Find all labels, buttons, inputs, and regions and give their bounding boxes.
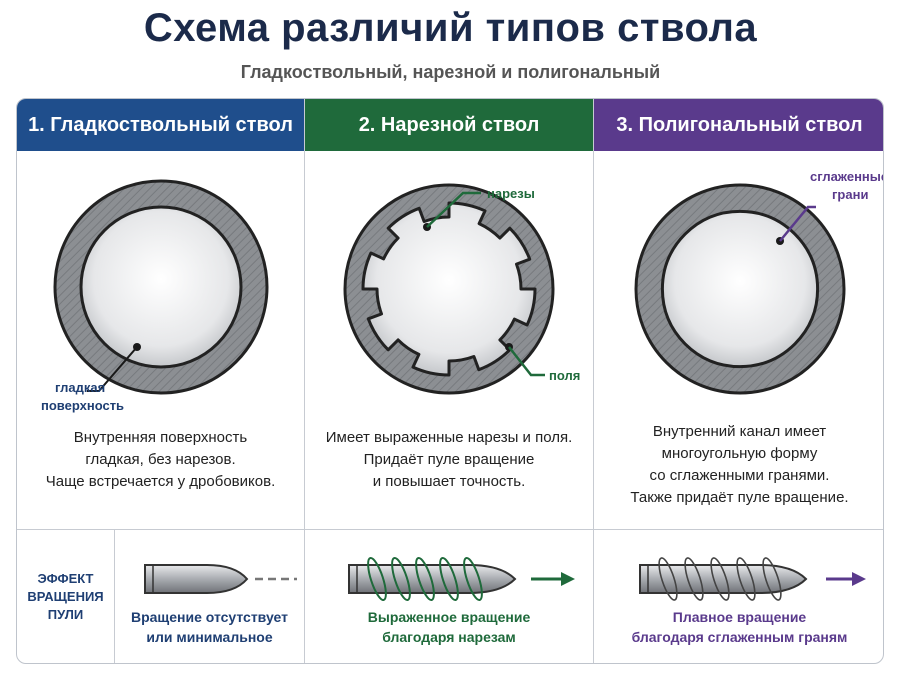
effect-smoothbore: Вращение отсутствует или минимальное <box>115 529 305 663</box>
smoothbore-diagram: гладкая поверхность <box>41 179 269 413</box>
rifled-diagram: нарезы поля <box>343 183 580 395</box>
direction-arrow-head <box>852 572 866 586</box>
spiral-loop <box>439 556 459 602</box>
effect-rifled: Выраженное вращение благодаря нарезам <box>305 529 594 663</box>
spiral-loop <box>367 556 387 602</box>
panel-description: Внутренний канал имеет многоугольную фор… <box>594 421 883 509</box>
effect-caption: Выраженное вращение благодаря нарезам <box>305 607 593 647</box>
desc-line: со сглаженными гранями. <box>649 467 830 484</box>
spiral-loop <box>463 556 483 602</box>
page-subtitle: Гладкоствольный, нарезной и полигональны… <box>240 62 661 82</box>
panel-heading: 3. Полигональный ствол <box>594 99 883 151</box>
panel-rifled: 2. Нарезной ствол нарезы поля Имеет выра… <box>305 99 594 529</box>
spiral-loop <box>762 557 782 601</box>
effect-polygonal: Плавное вращение благодаря сглаженным гр… <box>594 529 883 663</box>
effect-label-line: ЭФФЕКТ <box>37 571 94 586</box>
spiral-loop <box>684 557 704 601</box>
spiral-loop <box>658 557 678 601</box>
desc-line: Имеет выраженные нарезы и поля. <box>325 429 573 446</box>
panel-description: Внутренняя поверхность гладкая, без наре… <box>17 427 304 493</box>
row-divider <box>17 529 883 530</box>
desc-line: Придаёт пуле вращение <box>363 451 535 468</box>
callout-label-line1: гладкая <box>55 380 105 395</box>
callout-line-lands <box>508 346 545 377</box>
desc-line: Внутренняя поверхность <box>73 429 248 446</box>
callout-label-line2: поверхность <box>41 398 124 413</box>
bullet-spin-effect-row: ЭФФЕКТ ВРАЩЕНИЯ ПУЛИ Вращение отсутствуе… <box>17 529 883 663</box>
caption-line: Вращение отсутствует <box>130 609 289 625</box>
direction-arrow-head <box>561 572 575 586</box>
desc-line: Чаще встречается у дробовиков. <box>45 473 276 490</box>
spiral-loop <box>415 556 435 602</box>
callout-line <box>779 205 816 242</box>
effect-label-line: ПУЛИ <box>47 607 84 622</box>
polygonal-diagram: сглаженные грани <box>634 169 884 395</box>
caption-line: благодаря сглаженным граням <box>631 629 848 645</box>
callout-line <box>87 346 138 392</box>
bullet-smooth-spin <box>639 557 866 601</box>
panel-smoothbore: 1. Гладкоствольный ствол гладкая поверхн… <box>17 99 305 529</box>
diagram-frame: 1. Гладкоствольный ствол гладкая поверхн… <box>16 98 884 664</box>
panel-description: Имеет выраженные нарезы и поля. Придаёт … <box>305 427 593 493</box>
rifled-bore <box>361 201 537 377</box>
bullet-icon <box>144 564 249 594</box>
spiral-loop <box>391 556 411 602</box>
effect-row-label: ЭФФЕКТ ВРАЩЕНИЯ ПУЛИ <box>17 529 115 663</box>
caption-line: Плавное вращение <box>672 609 807 625</box>
smooth-bore <box>79 205 243 369</box>
callout-line-grooves <box>426 191 481 228</box>
panel-polygonal: 3. Полигональный ствол сглаженные грани … <box>594 99 884 529</box>
caption-line: или минимальное <box>146 629 273 645</box>
caption-line: благодаря нарезам <box>382 629 516 645</box>
callout-label-line2: грани <box>832 187 868 202</box>
page-title: Схема различий типов ствола <box>143 6 758 50</box>
desc-line: Внутренний канал имеет <box>652 423 827 440</box>
desc-line: и повышает точность. <box>372 473 526 490</box>
desc-line: многоугольную форму <box>661 445 818 462</box>
polygonal-bore <box>660 209 820 369</box>
callout-label-line1: сглаженные <box>810 169 884 184</box>
bullet-strong-spin <box>348 556 575 602</box>
desc-line: гладкая, без нарезов. <box>85 451 236 468</box>
callout-label-lands: поля <box>549 368 580 383</box>
desc-line: Также придаёт пуле вращение. <box>630 489 849 506</box>
caption-line: Выраженное вращение <box>367 609 531 625</box>
bullet-no-spin <box>144 564 297 594</box>
spin-spiral <box>658 557 782 601</box>
panel-heading: 1. Гладкоствольный ствол <box>17 99 304 151</box>
spiral-loop <box>710 557 730 601</box>
effect-caption: Вращение отсутствует или минимальное <box>115 607 304 647</box>
spiral-loop <box>736 557 756 601</box>
panel-heading: 2. Нарезной ствол <box>305 99 593 151</box>
callout-label-grooves: нарезы <box>487 186 535 201</box>
effect-caption: Плавное вращение благодаря сглаженным гр… <box>594 607 883 647</box>
effect-label-line: ВРАЩЕНИЯ <box>27 589 104 604</box>
spin-spiral <box>367 556 483 602</box>
